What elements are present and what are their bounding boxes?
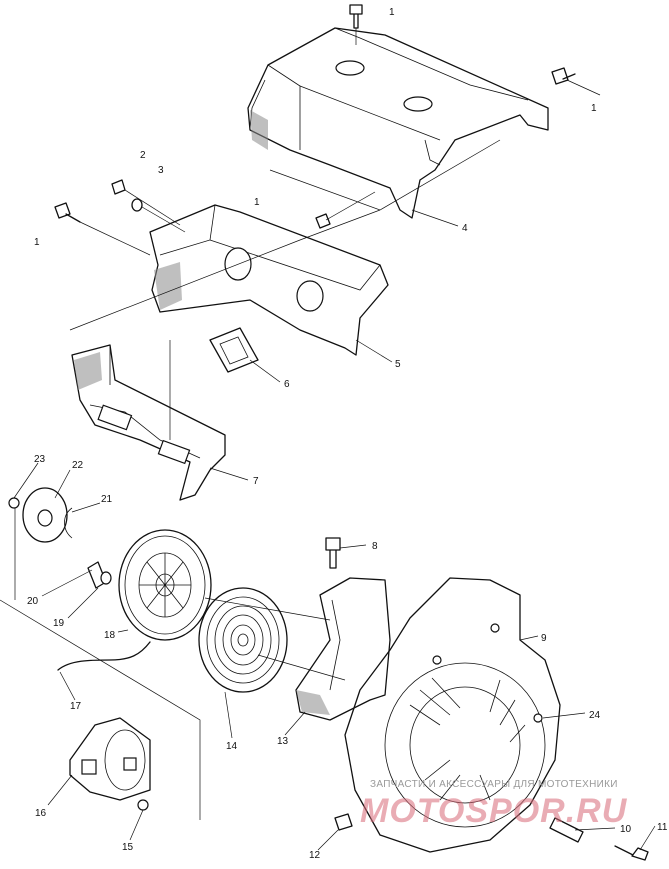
callout-1-left: 1: [34, 237, 40, 248]
callout-14: 14: [226, 741, 238, 752]
callout-23: 23: [34, 454, 46, 465]
callout-1-middle: 1: [254, 197, 260, 208]
callout-15: 15: [122, 842, 134, 853]
hub-parts: [8, 487, 112, 589]
upper-shroud: [247, 27, 549, 219]
watermark-tagline: ЗАПЧАСТИ И АКСЕССУАРЫ ДЛЯ МОТОТЕХНИКИ: [370, 779, 618, 790]
recoil-pulley: [118, 529, 212, 641]
bolts: [54, 4, 649, 861]
callout-1-right: 1: [591, 103, 597, 114]
callout-16: 16: [35, 808, 47, 819]
callout-labels: 1 1 1 1 2 3 4 5 6 7 8 9 10 11 12 13 14 1…: [27, 7, 668, 861]
watermark: ЗАПЧАСТИ И АКСЕССУАРЫ ДЛЯ МОТОТЕХНИКИ MO…: [360, 779, 628, 830]
callout-4: 4: [462, 223, 468, 234]
callout-1-top: 1: [389, 7, 395, 18]
callout-20: 20: [27, 596, 39, 607]
callout-8: 8: [372, 541, 378, 552]
callout-19: 19: [53, 618, 65, 629]
middle-shroud: [149, 204, 389, 356]
leader-lines: [0, 28, 656, 851]
callout-6: 6: [284, 379, 290, 390]
recoil-spring: [198, 587, 288, 693]
callout-2: 2: [140, 150, 146, 161]
starter-rope: [57, 641, 151, 671]
callout-10: 10: [620, 824, 632, 835]
fan-housing: [344, 577, 561, 853]
callout-7: 7: [253, 476, 259, 487]
callout-18: 18: [104, 630, 116, 641]
callout-3: 3: [158, 165, 164, 176]
watermark-logo: MOTOSPOR.RU: [360, 792, 628, 830]
callout-21: 21: [101, 494, 113, 505]
starter-bracket: [295, 577, 391, 721]
callout-5: 5: [395, 359, 401, 370]
callout-12: 12: [309, 850, 321, 861]
callout-24: 24: [589, 710, 601, 721]
callout-13: 13: [277, 736, 289, 747]
gasket: [209, 327, 259, 373]
lower-bracket: [71, 344, 226, 501]
callout-11: 11: [657, 822, 668, 833]
rope-cup: [69, 717, 151, 811]
callout-22: 22: [72, 460, 84, 471]
callout-9: 9: [541, 633, 547, 644]
callout-17: 17: [70, 701, 82, 712]
